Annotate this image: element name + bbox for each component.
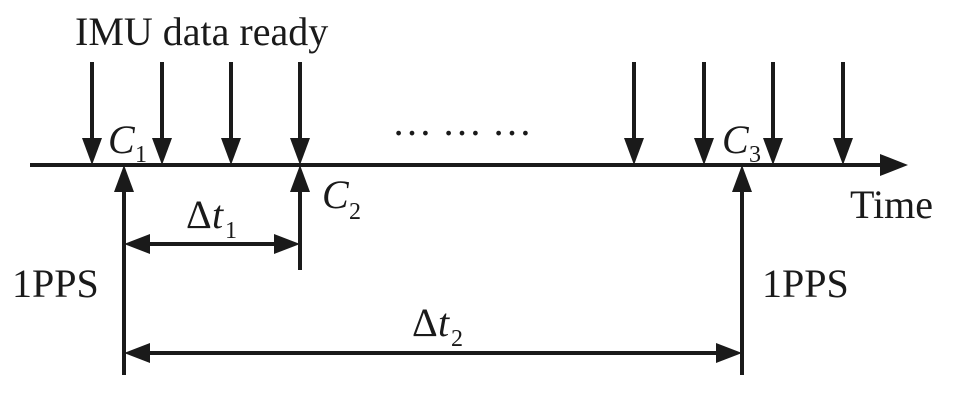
time-axis-arrowhead [880,154,908,176]
delta-t1-var: t [212,192,224,237]
interval-2-dimension [124,343,742,363]
c1-letter: C [108,117,136,162]
c2-up-arrow [290,165,310,270]
c3-subscript: 3 [749,142,761,168]
interval-1-dimension [124,234,300,254]
imu-arrow-7 [763,62,783,165]
ellipsis: … … … [392,99,532,144]
c2-subscript: 2 [349,199,361,225]
delta-t2-symbol: Δ [412,300,438,345]
imu-arrow-4 [290,62,310,165]
pps-label-right: 1PPS [762,261,849,306]
imu-arrow-5 [624,62,644,165]
c1-subscript: 1 [135,142,147,168]
pps-arrow-right [732,165,752,375]
imu-arrow-8 [833,62,853,165]
delta-t1-subscript: 1 [225,218,237,244]
pps-arrow-left [114,165,134,375]
delta-t2-var: t [438,300,450,345]
imu-arrow-2 [152,62,172,165]
delta-t1-symbol: Δ [186,192,212,237]
imu-arrow-3 [221,62,241,165]
c3-letter: C [722,117,750,162]
time-axis-label: Time [850,182,933,227]
imu-data-ready-label: IMU data ready [75,9,328,54]
c2-letter: C [322,172,350,217]
delta-t2-subscript: 2 [451,326,463,352]
imu-arrow-6 [694,62,714,165]
pps-label-left: 1PPS [12,261,99,306]
imu-arrow-1 [82,62,102,165]
